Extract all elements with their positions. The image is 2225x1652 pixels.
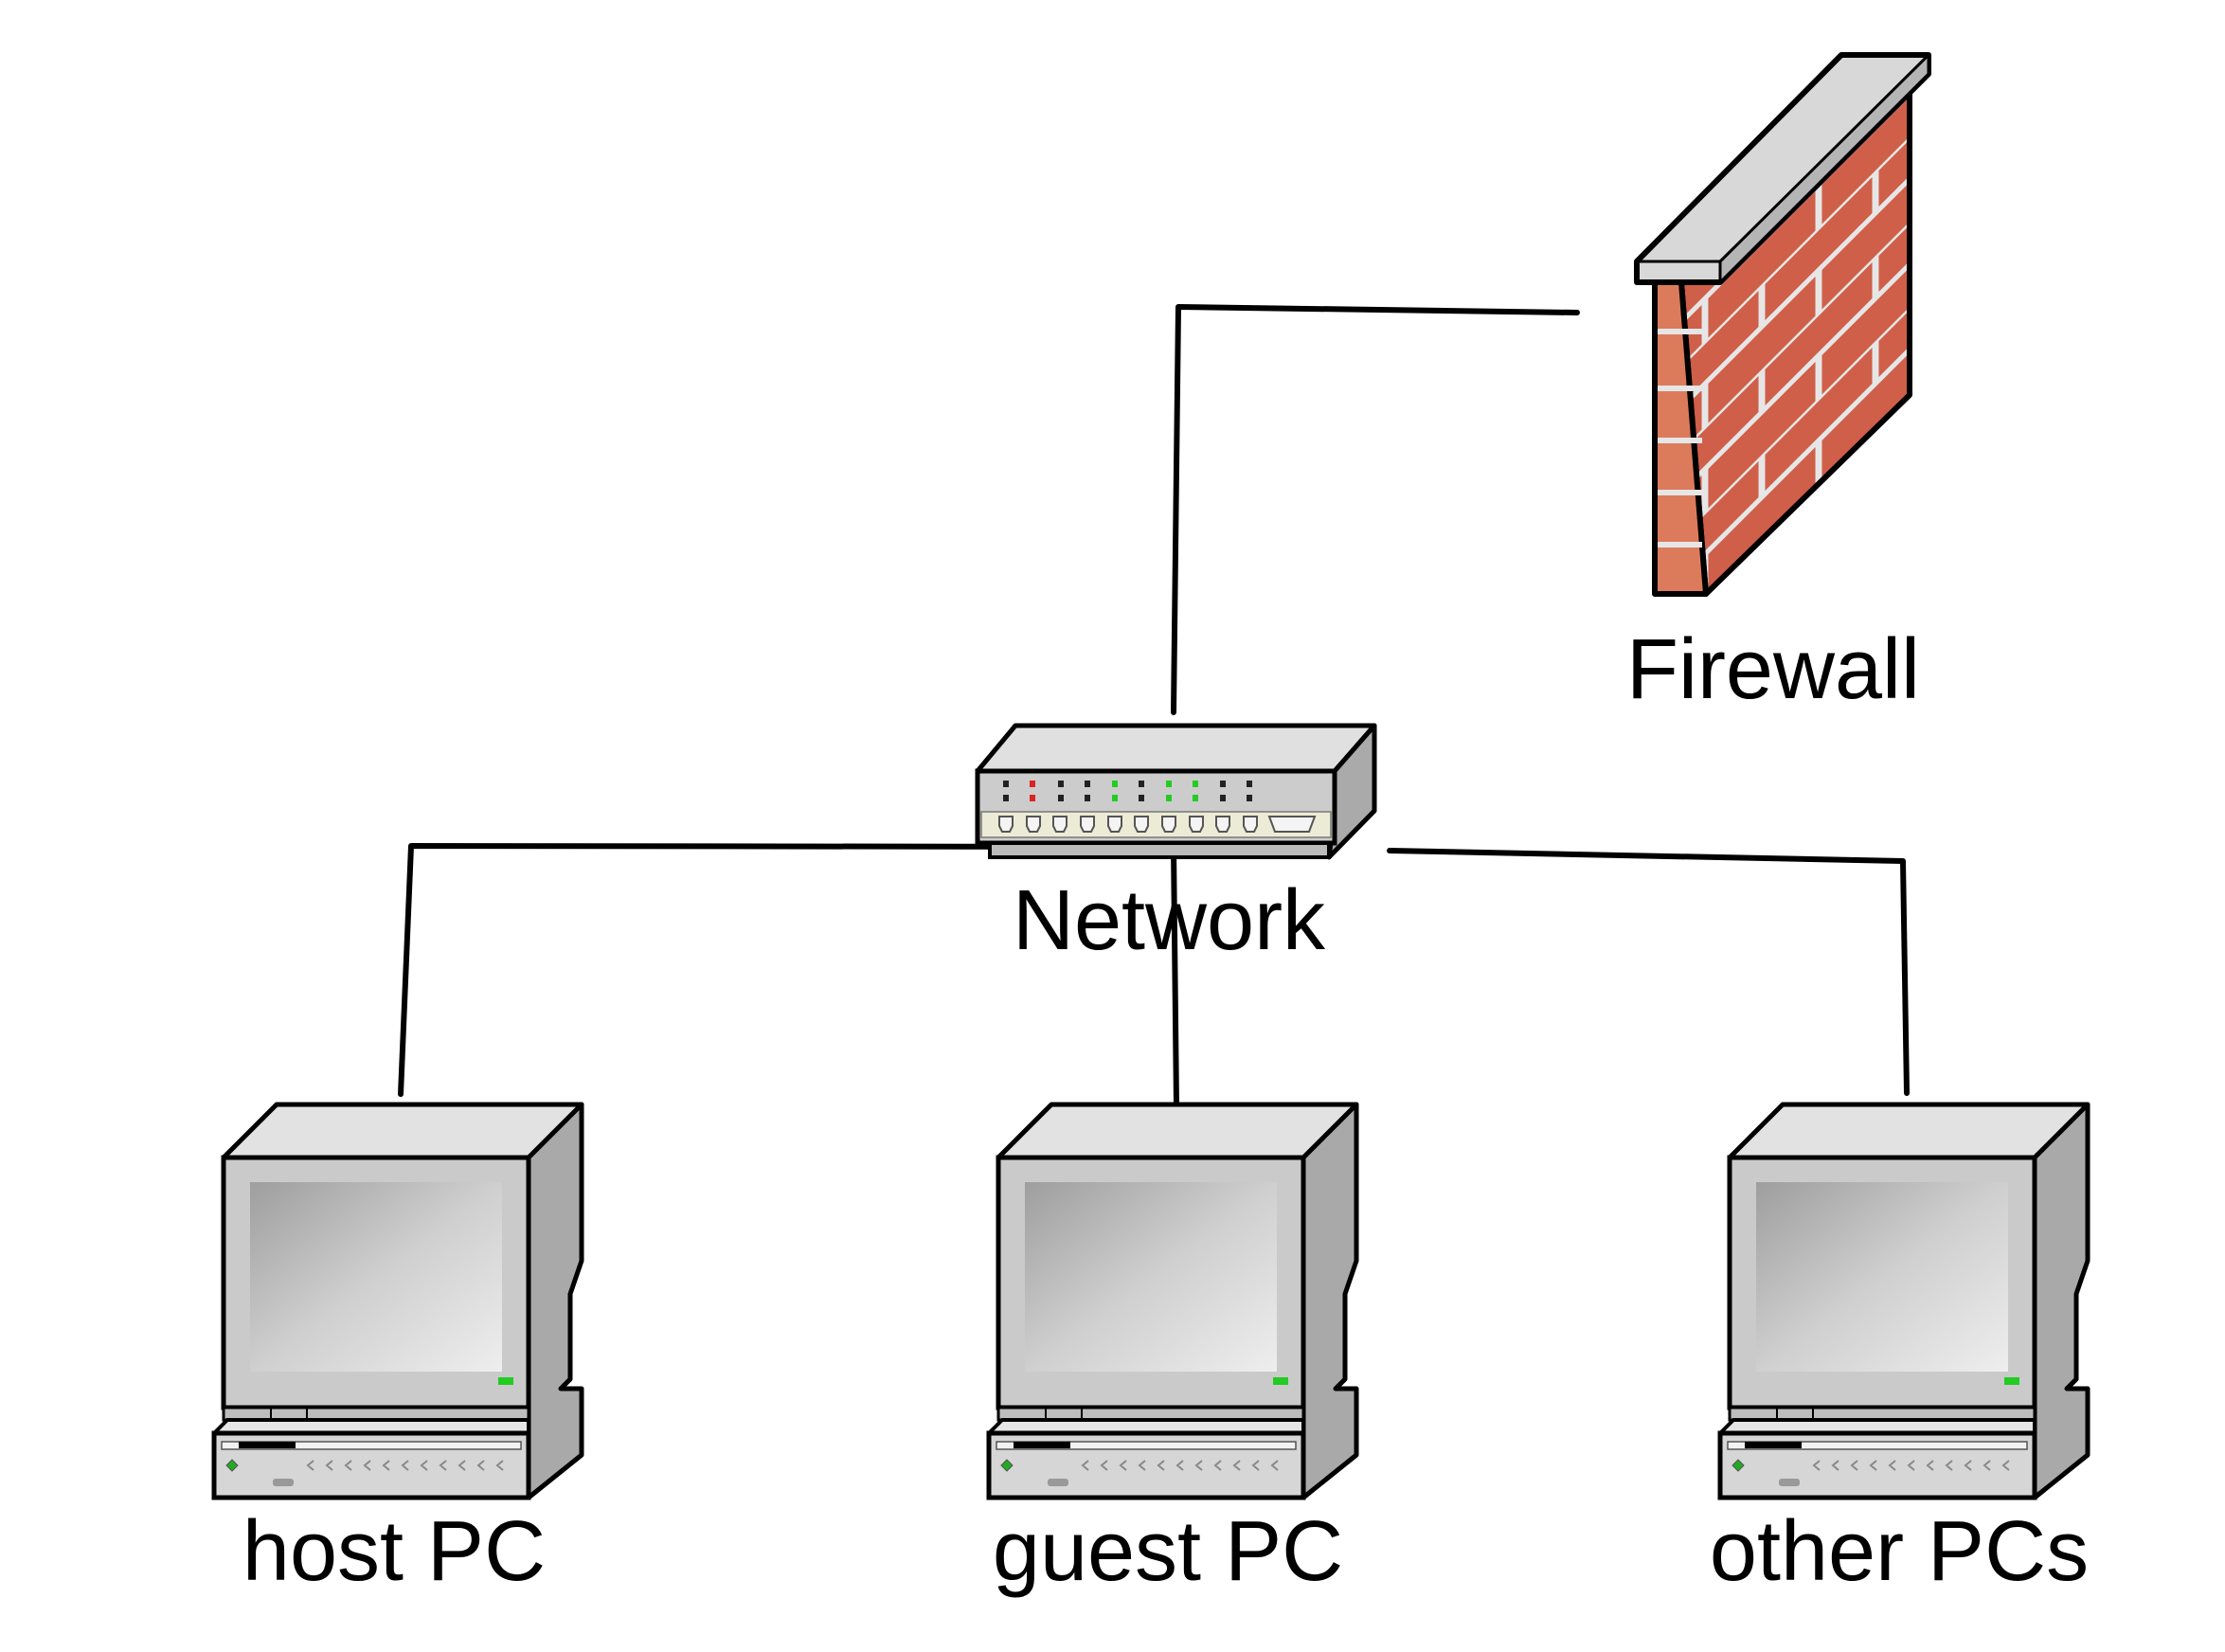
guest-pc-icon [989,1104,1356,1498]
other-pcs-icon [1720,1104,2088,1498]
host-pc-icon [214,1104,582,1498]
link-network-host [398,843,1180,1097]
network-switch-icon [975,723,1377,860]
firewall-label: Firewall [1625,622,1921,717]
network-label: Network [1012,873,1326,968]
other-pcs-label: other PCs [1709,1504,2090,1599]
link-network-other [1387,848,1910,1096]
guest-pc-label: guest PC [992,1504,1344,1599]
firewall-icon [1634,52,1931,597]
link-network-guest [1171,844,1179,1109]
connections [398,304,1910,1109]
host-pc-label: host PC [242,1504,547,1599]
link-firewall-network [1171,304,1580,715]
